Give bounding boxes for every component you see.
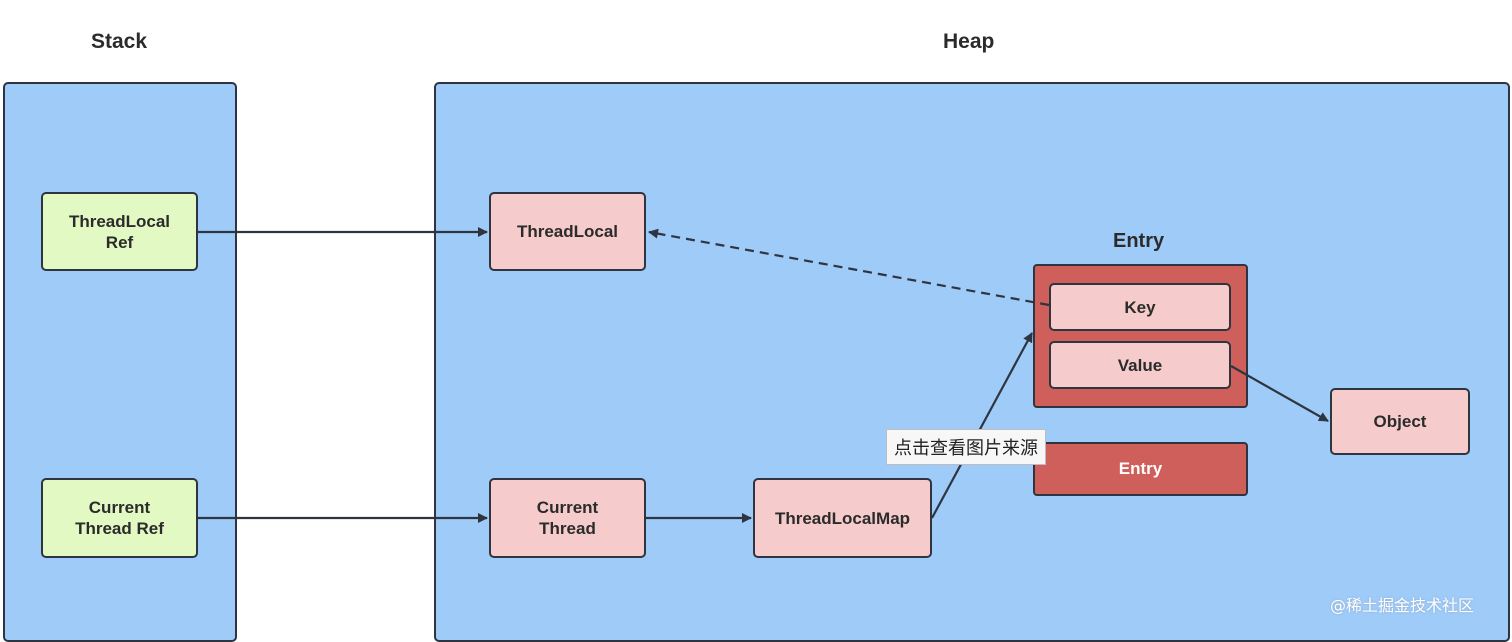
heap-region xyxy=(434,82,1510,642)
entry-value: Value xyxy=(1049,341,1231,389)
threadlocal-node: ThreadLocal xyxy=(489,192,646,271)
watermark: @稀土掘金技术社区 xyxy=(1330,596,1475,615)
stack-title: Stack xyxy=(91,30,148,53)
stack-region xyxy=(3,82,237,642)
entry-second: Entry xyxy=(1033,442,1248,496)
entry-title: Entry xyxy=(1113,230,1165,252)
current-thread-ref-node: Current Thread Ref xyxy=(41,478,198,558)
current-thread-node: Current Thread xyxy=(489,478,646,558)
view-image-source-tooltip[interactable]: 点击查看图片来源 xyxy=(886,429,1046,465)
heap-title: Heap xyxy=(943,30,995,53)
entry-key: Key xyxy=(1049,283,1231,331)
threadlocal-ref-node: ThreadLocal Ref xyxy=(41,192,198,271)
object-node: Object xyxy=(1330,388,1470,455)
threadlocalmap-node: ThreadLocalMap xyxy=(753,478,932,558)
